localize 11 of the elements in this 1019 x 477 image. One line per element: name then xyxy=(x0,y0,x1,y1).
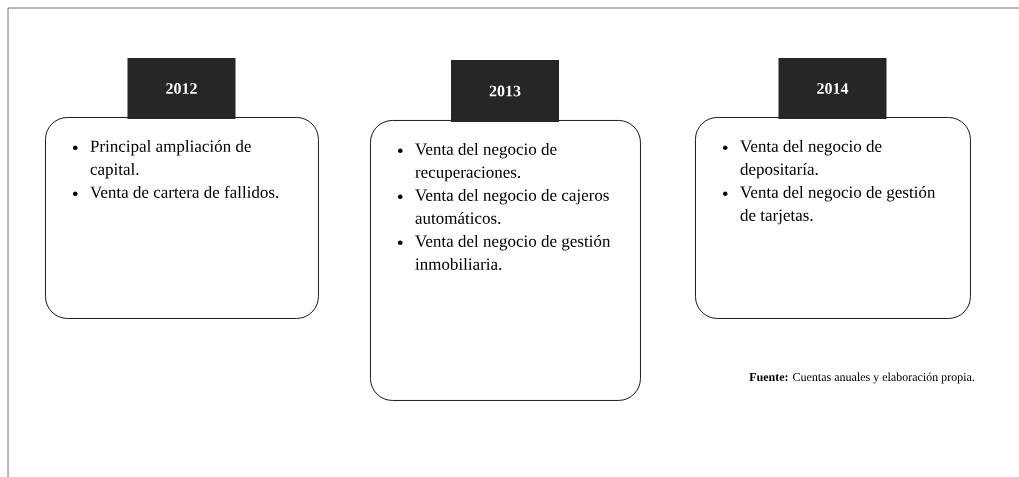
bullet-text: Venta del negocio de recuperaciones. xyxy=(415,142,557,182)
year-tab: 2013 xyxy=(451,60,559,122)
source-note: Fuente: Cuentas anuales y elaboración propia. xyxy=(749,372,975,384)
year-tab: 2014 xyxy=(778,58,887,119)
bullet-text: Venta del negocio de gestión inmobiliaria. xyxy=(415,234,611,270)
bullet-text: Venta de cartera de fallidos. xyxy=(90,185,279,198)
bullet-text: Venta del negocio de cajeros automáticos. xyxy=(415,188,609,224)
year-tab: 2012 xyxy=(127,58,236,119)
bullet-text: Principal ampliación de capital. xyxy=(90,139,251,179)
bullet-text: Venta del negocio de gestión de tarjetas. xyxy=(740,185,936,225)
bullet-text: Venta del negocio de depositaría. xyxy=(740,139,882,179)
